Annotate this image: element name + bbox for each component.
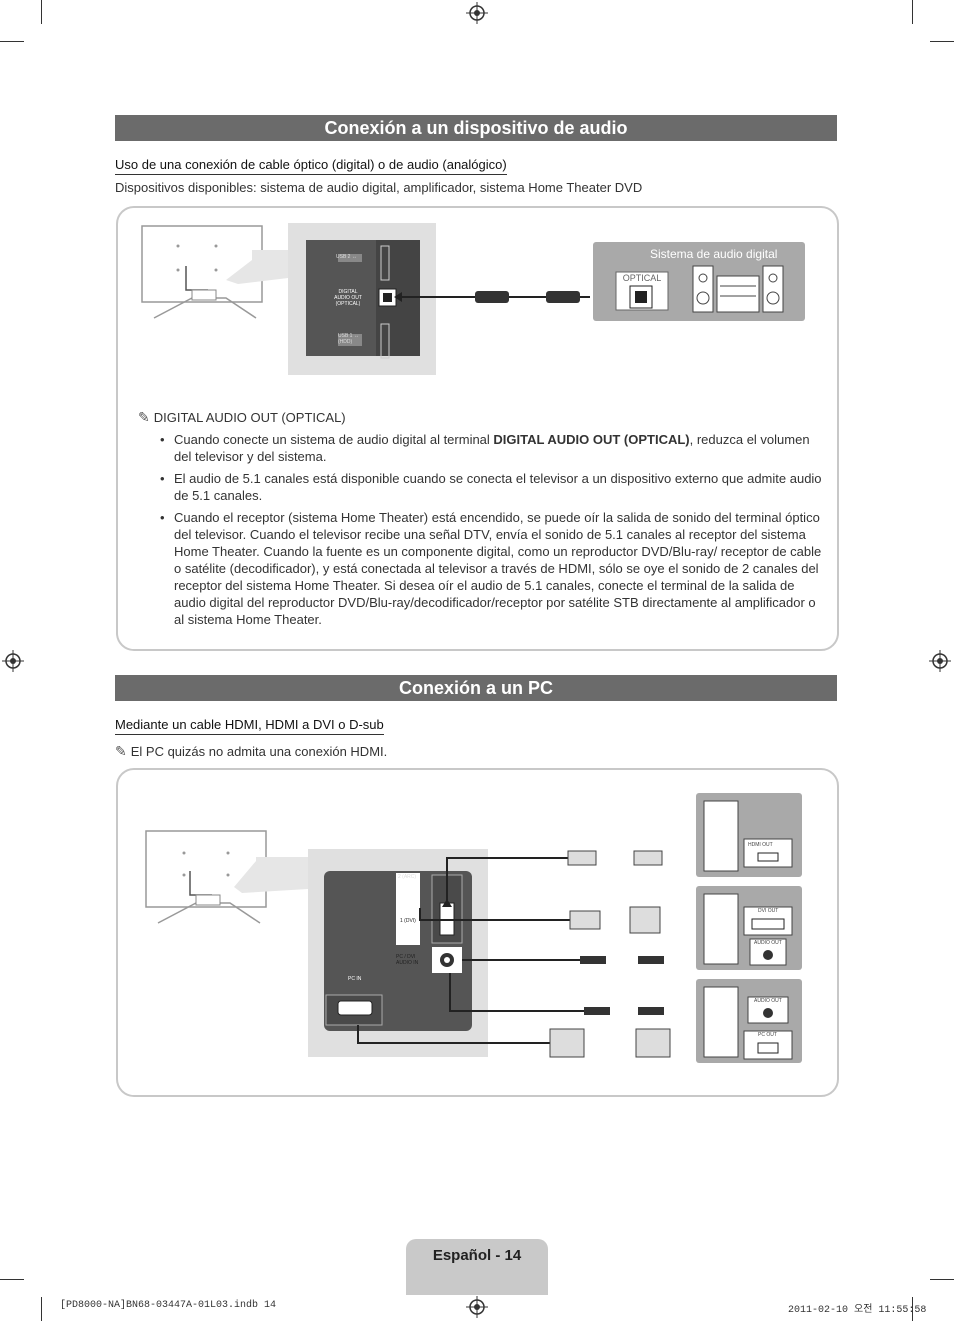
pc-port-dvi-out-label: DVI OUT: [758, 908, 779, 914]
crop-mark: [41, 0, 42, 24]
crop-mark: [41, 1297, 42, 1321]
device-port-optical-label: OPTICAL: [622, 273, 662, 283]
subheading-audio: Uso de una conexión de cable óptico (dig…: [115, 157, 507, 175]
crop-mark: [912, 0, 913, 24]
subheading-pc: Mediante un cable HDMI, HDMI a DVI o D-s…: [115, 717, 384, 735]
registration-mark-icon: [466, 2, 488, 24]
print-timestamp: 2011-02-10 오전 11:55:58: [788, 1305, 927, 1316]
section-title-pc: Conexión a un PC: [115, 675, 837, 701]
list-item: El audio de 5.1 canales está disponible …: [160, 470, 825, 504]
note-digital-audio-out: ✎DIGITAL AUDIO OUT (OPTICAL): [138, 409, 346, 425]
pc-port-audio-out-label: AUDIO OUT: [754, 940, 782, 946]
tv-rear-illustration: [141, 225, 288, 319]
list-item: Cuando conecte un sistema de audio digit…: [160, 431, 825, 465]
pc-port-pc-out-label: PC OUT: [758, 1032, 777, 1038]
registration-mark-icon: [466, 1296, 488, 1318]
note-pc-hdmi: ✎El PC quizás no admita una conexión HDM…: [115, 743, 388, 759]
crop-mark: [930, 1279, 954, 1280]
file-info: [PD8000-NA]BN68-03447A-01L03.indb 14: [60, 1300, 277, 1311]
port-label-pc-dvi-audio-in: PC / DVI AUDIO IN: [396, 954, 419, 966]
crop-mark: [0, 1279, 24, 1280]
note-pencil-icon: ✎: [138, 409, 150, 425]
list-item: Cuando el receptor (sistema Home Theater…: [160, 509, 825, 628]
tv-rear-illustration: [145, 830, 308, 924]
crop-mark: [912, 1297, 913, 1321]
pc-port-audio-out-label: AUDIO OUT: [754, 998, 782, 1004]
port-label-hdmi2: 2 (ARC): [398, 874, 417, 880]
crop-mark: [930, 41, 954, 42]
registration-mark-icon: [2, 650, 24, 672]
port-label-digital-audio-out: DIGITAL AUDIO OUT (OPTICAL): [334, 289, 362, 307]
audio-notes-list: Cuando conecte un sistema de audio digit…: [160, 431, 825, 633]
available-devices-text: Dispositivos disponibles: sistema de aud…: [115, 180, 643, 195]
registration-mark-icon: [929, 650, 951, 672]
note-pencil-icon: ✎: [115, 743, 127, 759]
pc-connection-diagram: [145, 793, 802, 1063]
port-label-usb2: USB 2 ↔: [336, 254, 357, 260]
section-title-audio: Conexión a un dispositivo de audio: [115, 115, 837, 141]
port-label-pc-in: PC IN: [348, 976, 362, 982]
device-label-digital-audio-system: Sistema de audio digital: [650, 247, 778, 261]
port-label-hdmi1: 1 (DVI): [400, 918, 416, 924]
pc-port-hdmi-out-label: HDMI OUT: [748, 842, 773, 848]
audio-connection-diagram: [141, 223, 805, 375]
port-label-usb1: USB 1 ↔ (HDD): [338, 333, 359, 345]
page-number-tab: Español - 14: [406, 1239, 548, 1295]
crop-mark: [0, 41, 24, 42]
